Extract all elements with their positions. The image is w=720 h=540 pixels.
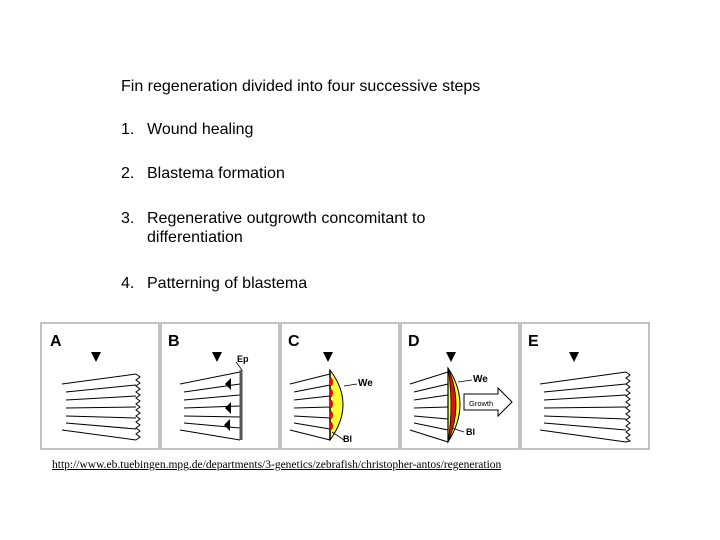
fin-rays [409,371,449,443]
step-number: 1. [121,121,135,138]
growth-arrow-icon [463,386,513,418]
step-number: 4. [121,275,135,292]
amputation-arrow-icon [569,352,579,362]
regeneration-figure: A B [40,322,650,450]
step-4: 4. Patterning of blastema [121,274,307,293]
blastema-label: Bl [466,427,475,437]
panel-d: D We Bl Growth [400,322,520,450]
step-text: Patterning of blastema [147,275,308,292]
amputation-arrow-icon [446,352,456,362]
step-text: Wound healing [147,121,254,138]
amputation-arrow-icon [323,352,333,362]
step-1: 1. Wound healing [121,120,253,139]
panel-c: C We Bl [280,322,400,450]
slide-title: Fin regeneration divided into four succe… [121,78,481,95]
blastema-cells [329,378,333,430]
amputation-arrow-icon [91,352,101,362]
panel-a: A [40,322,160,450]
amputation-arrow-icon [212,352,222,362]
step-text: Regenerative outgrowth concomitant to di… [147,210,426,246]
panel-label-a: A [50,333,62,350]
fin-rays [539,371,632,443]
step-3: 3. Regenerative outgrowth concomitant to… [121,209,477,247]
panel-e: E [520,322,650,450]
step-number: 2. [121,165,135,182]
growth-label: Growth [469,399,493,408]
step-text: Blastema formation [147,165,285,182]
panel-b: B Ep [160,322,280,450]
wound-epidermis [329,368,344,442]
fin-rays [289,373,331,441]
source-link[interactable]: http://www.eb.tuebingen.mpg.de/departmen… [52,459,502,471]
step-2: 2. Blastema formation [121,164,285,183]
migration-arrows [224,378,231,431]
blastema-label: Bl [343,434,352,444]
step-number: 3. [121,210,135,227]
panel-label-c: C [288,333,300,350]
wound-epidermis-label: We [358,378,373,389]
epidermis-label: Ep [237,354,249,364]
wound-epidermis-label: We [473,374,488,385]
fin-rays [61,373,141,441]
panel-label-b: B [168,333,180,350]
panel-label-e: E [528,333,539,350]
panel-label-d: D [408,333,420,350]
